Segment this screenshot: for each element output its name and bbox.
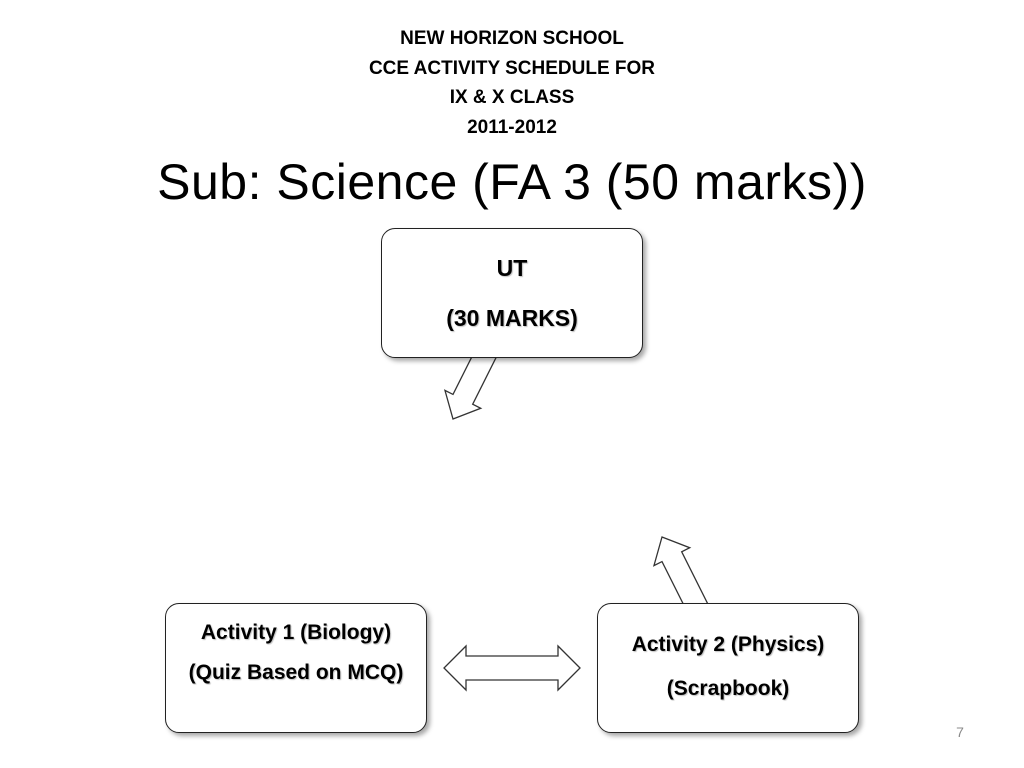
activity1-detail: (Quiz Based on MCQ) bbox=[188, 661, 404, 684]
slide-title: Sub: Science (FA 3 (50 marks)) bbox=[157, 154, 867, 210]
activity2-detail: (Scrapbook) bbox=[666, 677, 790, 700]
school-name: NEW HORIZON SCHOOL bbox=[400, 28, 624, 49]
double-arrow-activity1-activity2 bbox=[443, 644, 581, 692]
ut-label: UT bbox=[496, 255, 528, 281]
slide-number: 7 bbox=[956, 724, 964, 740]
activity2-box: Activity 2 (Physics) (Scrapbook) bbox=[597, 603, 859, 733]
class-line: IX & X CLASS bbox=[449, 87, 575, 108]
slide-header: NEW HORIZON SCHOOL CCE ACTIVITY SCHEDULE… bbox=[0, 24, 1024, 142]
ut-marks: (30 MARKS) bbox=[446, 305, 578, 331]
activity2-label: Activity 2 (Physics) bbox=[631, 633, 825, 656]
ut-box: UT (30 MARKS) bbox=[381, 228, 643, 358]
activity1-box: Activity 1 (Biology) (Quiz Based on MCQ) bbox=[165, 603, 427, 733]
activity1-label: Activity 1 (Biology) bbox=[200, 621, 392, 644]
schedule-title: CCE ACTIVITY SCHEDULE FOR bbox=[368, 57, 656, 79]
session-year: 2011-2012 bbox=[467, 116, 557, 138]
